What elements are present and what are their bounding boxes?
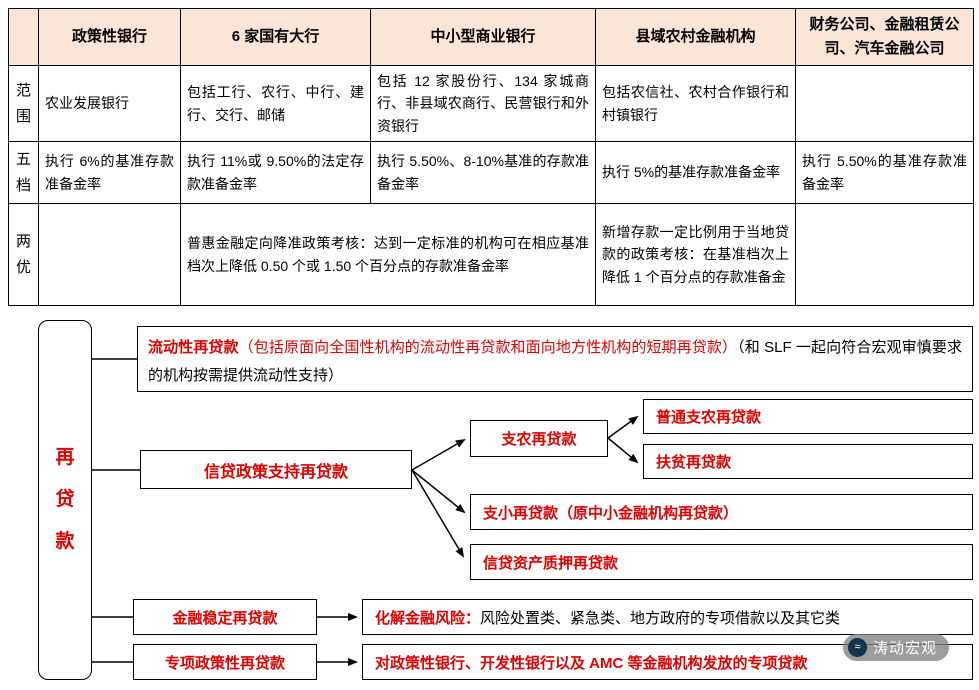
credit-policy-relending-node: 信贷政策支持再贷款 bbox=[140, 450, 412, 489]
row-label-five-tiers-text: 五档 bbox=[15, 151, 31, 194]
scope-big-six-cell: 包括工行、农行、中行、建行、交行、邮储 bbox=[180, 64, 371, 143]
prefs-inclusive-finance-cell: 普惠金融定向降准政策考核：达到一定标准的机构可在相应基准档次上降低 0.50 个… bbox=[180, 203, 596, 307]
special-policy-note-label: 对政策性银行、开发性银行以及 AMC 等金融机构发放的专项贷款 bbox=[375, 654, 808, 672]
reserve-requirement-table: 政策性银行 6 家国有大行 中小型商业银行 县域农村金融机构 财务公司、金融租赁… bbox=[8, 8, 974, 307]
prefs-finance-companies-cell bbox=[795, 203, 974, 307]
special-policy-relending-node: 专项政策性再贷款 bbox=[133, 644, 317, 680]
row-label-scope-text: 范围 bbox=[15, 82, 31, 125]
liquidity-relending-node: 流动性再贷款（包括原面向全国性机构的流动性再贷款和面向地方性机构的短期再贷款）（… bbox=[137, 326, 973, 392]
row-label-two-preferences: 两优 bbox=[8, 203, 39, 307]
financial-stability-note-title: 化解金融风险： bbox=[375, 609, 481, 627]
table-header-row: 政策性银行 6 家国有大行 中小型商业银行 县域农村金融机构 财务公司、金融租赁… bbox=[8, 8, 974, 66]
tiers-small-medium-cell: 执行 5.50%、8-10%基准的存款准备金率 bbox=[370, 141, 596, 205]
financial-stability-note-body: 风险处置类、紧急类、地方政府的专项借款以及其它类 bbox=[480, 609, 841, 627]
prefs-policy-banks-cell bbox=[38, 203, 181, 307]
financial-stability-relending-node: 金融稳定再贷款 bbox=[133, 599, 317, 635]
tiers-big-six-cell: 执行 11%或 9.50%的法定存款准备金率 bbox=[180, 141, 371, 205]
tiers-policy-banks-cell: 执行 6%的基准存款准备金率 bbox=[38, 141, 181, 205]
agri-relending-label: 支农再贷款 bbox=[501, 431, 577, 448]
watermark-text: 涛动宏观 bbox=[873, 640, 938, 657]
scope-policy-banks-cell: 农业发展银行 bbox=[38, 64, 181, 143]
small-business-relending-node: 支小再贷款（原中小金融机构再贷款） bbox=[470, 494, 973, 530]
watermark: ≈ 涛动宏观 bbox=[843, 634, 950, 661]
special-policy-relending-label: 专项政策性再贷款 bbox=[164, 654, 285, 672]
col-header-finance-companies: 财务公司、金融租赁公司、汽车金融公司 bbox=[795, 8, 974, 66]
wave-logo-icon: ≈ bbox=[848, 638, 867, 657]
normal-agri-relending-label: 普通支农再贷款 bbox=[656, 409, 762, 426]
poverty-relief-relending-label: 扶贫再贷款 bbox=[656, 454, 732, 471]
liquidity-relending-title: 流动性再贷款 bbox=[148, 339, 239, 356]
financial-stability-note-node: 化解金融风险：风险处置类、紧急类、地方政府的专项借款以及其它类 bbox=[362, 599, 973, 635]
row-label-scope: 范围 bbox=[8, 64, 39, 143]
corner-cell bbox=[8, 8, 39, 66]
col-header-small-medium-banks: 中小型商业银行 bbox=[370, 8, 596, 66]
row-label-five-tiers: 五档 bbox=[8, 141, 39, 205]
liquidity-relending-black-note: （和 SLF 一起向符合宏观审慎要求的机构按需提供流动性支持） bbox=[148, 339, 962, 384]
small-business-relending-label: 支小再贷款（原中小金融机构再贷款） bbox=[483, 504, 739, 522]
credit-asset-pledge-relending-label: 信贷资产质押再贷款 bbox=[483, 554, 619, 572]
scope-finance-companies-cell bbox=[795, 64, 974, 143]
tiers-county-rural-cell: 执行 5%的基准存款准备金率 bbox=[595, 141, 796, 205]
scope-small-medium-cell: 包括 12 家股份行、134 家城商行、非县域农商行、民营银行和外资银行 bbox=[370, 64, 596, 143]
row-label-two-preferences-text: 两优 bbox=[15, 233, 31, 276]
relending-root-node: 再贷款 bbox=[38, 320, 92, 680]
liquidity-relending-red-note: （包括原面向全国性机构的流动性再贷款和面向地方性机构的短期再贷款） bbox=[238, 339, 738, 356]
poverty-relief-relending-node: 扶贫再贷款 bbox=[643, 444, 973, 479]
relending-root-label: 再贷款 bbox=[55, 447, 75, 552]
agri-relending-node: 支农再贷款 bbox=[470, 420, 608, 457]
credit-asset-pledge-relending-node: 信贷资产质押再贷款 bbox=[470, 544, 973, 580]
table-row-five-tiers: 五档 执行 6%的基准存款准备金率 执行 11%或 9.50%的法定存款准备金率… bbox=[8, 141, 974, 205]
table-row-scope: 范围 农业发展银行 包括工行、农行、中行、建行、交行、邮储 包括 12 家股份行… bbox=[8, 64, 974, 143]
prefs-county-rural-cell: 新增存款一定比例用于当地贷款的政策考核：在基准档次上降低 1 个百分点的存款准备… bbox=[595, 203, 796, 307]
scope-county-rural-cell: 包括农信社、农村合作银行和村镇银行 bbox=[595, 64, 796, 143]
table-row-two-preferences: 两优 普惠金融定向降准政策考核：达到一定标准的机构可在相应基准档次上降低 0.5… bbox=[8, 203, 974, 307]
credit-policy-relending-label: 信贷政策支持再贷款 bbox=[203, 463, 348, 481]
normal-agri-relending-node: 普通支农再贷款 bbox=[643, 399, 973, 434]
tiers-finance-companies-cell: 执行 5.50%的基准存款准备金率 bbox=[795, 141, 974, 205]
financial-stability-relending-label: 金融稳定再贷款 bbox=[172, 609, 278, 627]
col-header-big-six-banks: 6 家国有大行 bbox=[180, 8, 371, 66]
